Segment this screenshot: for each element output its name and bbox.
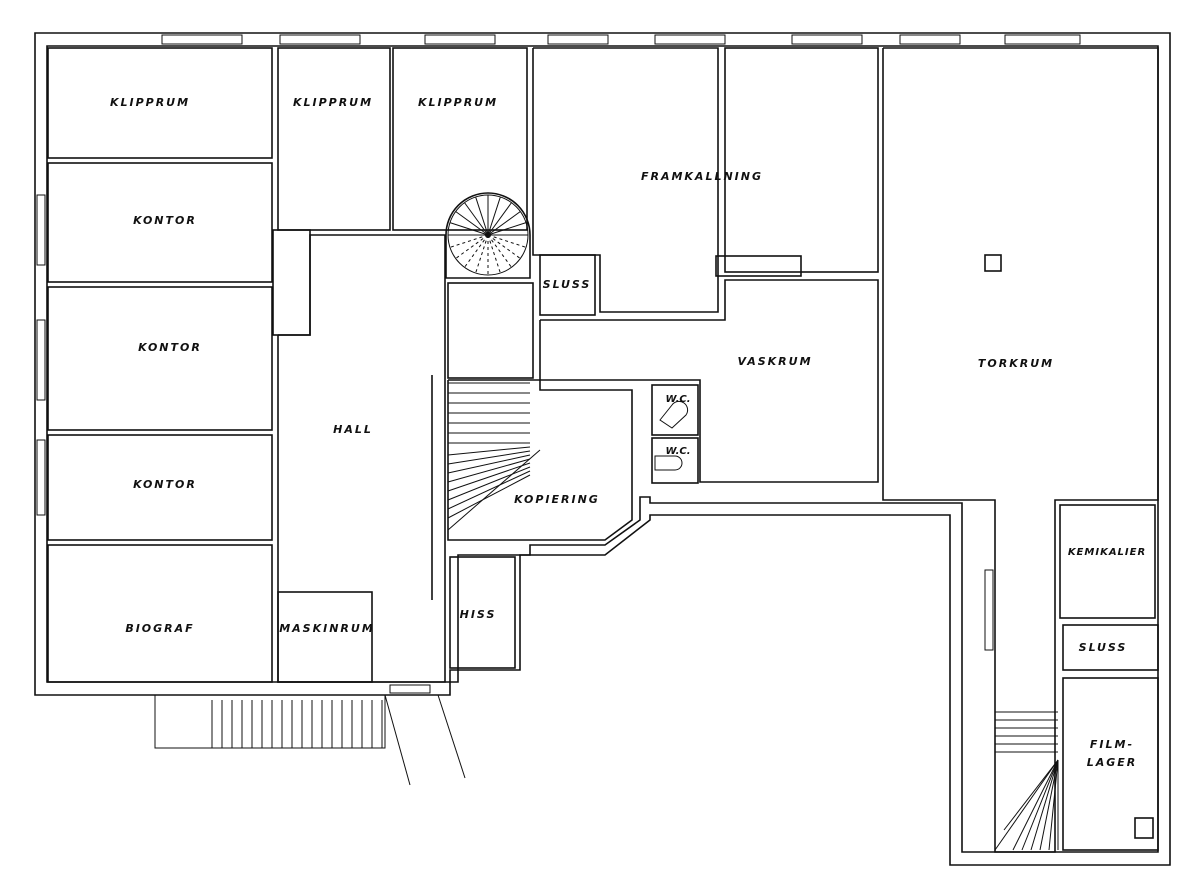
room-label-klipprum: KLIPPRUM	[418, 96, 498, 109]
entrance-steps	[154, 684, 466, 786]
room-label-biograf: BIOGRAF	[125, 622, 194, 635]
room-label-wc: W.C.	[665, 446, 690, 457]
room-label-filmlager: LAGER	[1087, 756, 1138, 769]
room-label-sluss: SLUSS	[543, 278, 592, 291]
staircase-hall	[447, 382, 541, 531]
room-label-klipprum: KLIPPRUM	[293, 96, 373, 109]
room-label-filmlager: FILM-	[1090, 738, 1134, 751]
room-outlines	[47, 47, 1159, 853]
spiral-staircase	[445, 192, 531, 279]
room-label-wc: W.C.	[665, 394, 690, 405]
room-label-torkrum: TORKRUM	[978, 357, 1054, 370]
room-label-maskinrum: MASKINRUM	[279, 622, 375, 635]
room-label-kontor: KONTOR	[138, 341, 202, 354]
room-label-kontor: KONTOR	[133, 478, 197, 491]
room-label-kemikalier: KEMIKALIER	[1068, 547, 1146, 558]
room-label-hall: HALL	[333, 423, 373, 436]
room-label-kopiering: KOPIERING	[514, 493, 600, 506]
toilet-icon	[659, 400, 689, 429]
room-label-vaskrum: VASKRUM	[737, 355, 812, 368]
windows	[36, 34, 1081, 651]
room-label-sluss: SLUSS	[1079, 641, 1128, 654]
room-label-hiss: HISS	[460, 608, 497, 621]
room-label-framkallning: FRAMKALLNING	[641, 170, 763, 183]
staircase-filmlager	[994, 711, 1059, 851]
room-label-kontor: KONTOR	[133, 214, 197, 227]
room-label-klipprum: KLIPPRUM	[110, 96, 190, 109]
inner-wall	[46, 45, 1159, 853]
toilet-icon	[654, 455, 683, 471]
outer-wall	[34, 32, 1171, 866]
